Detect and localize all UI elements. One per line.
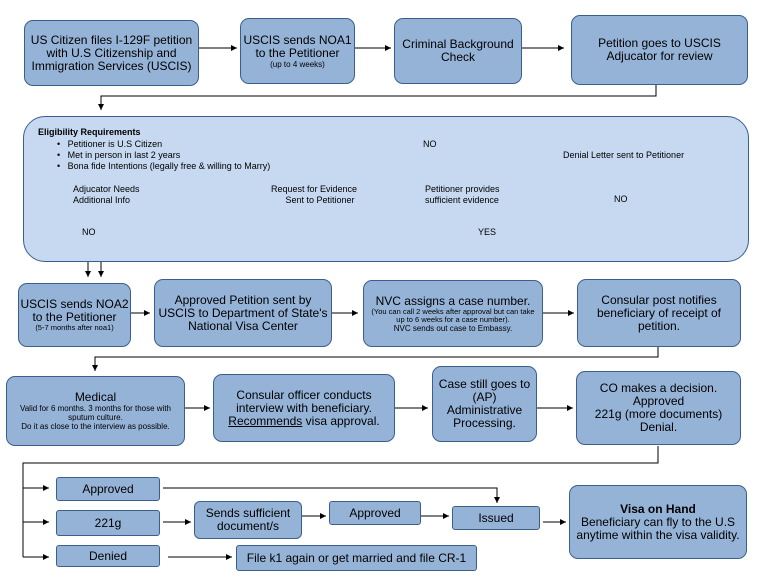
approved-2-text: Approved [349, 505, 401, 520]
yes-label: YES [478, 227, 497, 237]
visa-on-hand-box: Visa on Hand Beneficiary can fly to the … [569, 485, 747, 559]
noa1-note: (up to 4 weeks) [270, 59, 325, 69]
noa1-box: USCIS sends NOA1 to the Petitioner (up t… [240, 18, 355, 84]
approved-2-box: Approved [329, 501, 421, 525]
co-decision-line-3: 221g (more documents) [594, 407, 723, 421]
no-label-top: NO [423, 139, 437, 149]
file-k1-text: File k1 again or get married and file CR… [246, 550, 467, 565]
medical-tail: Do it as close to the interview as possi… [21, 422, 170, 431]
eligibility-panel [23, 116, 749, 262]
file-i129f-text: US Citizen files I-129F petition with U.… [30, 32, 193, 73]
co-decision-box: CO makes a decision. Approved 221g (more… [576, 371, 741, 445]
nvc-case-box: NVC assigns a case number. (You can call… [363, 280, 543, 347]
denial-letter-text: Denial Letter sent to Petitioner [563, 150, 685, 160]
eligibility-item-2: • Met in person in last 2 years [57, 150, 181, 160]
co-decision-line-2: Approved [632, 394, 685, 408]
noa1-text: USCIS sends NOA1 to the Petitioner [243, 32, 352, 60]
nvc-case-text: NVC assigns a case number. [375, 293, 531, 308]
221g-text: 221g [94, 515, 122, 530]
approved-box: Approved [56, 477, 160, 501]
consular-notify-text: Consular post notifies beneficiary of re… [596, 292, 722, 333]
medical-box: Medical Valid for 6 months. 3 months for… [6, 376, 185, 446]
administrative-processing-text: Case still goes to (AP) Administrative P… [438, 377, 531, 430]
medical-note: Valid for 6 months. 3 months for those w… [19, 404, 172, 422]
file-i129f-box: US Citizen files I-129F petition with U.… [24, 20, 199, 86]
administrative-processing-box: Case still goes to (AP) Administrative P… [432, 366, 537, 442]
denied-text: Denied [88, 548, 128, 563]
interview-text: Consular officer conducts interview with… [228, 387, 380, 428]
issued-box: Issued [452, 506, 540, 530]
noa2-text: USCIS sends NOA2 to the Petitioner [20, 297, 129, 324]
221g-box: 221g [56, 510, 160, 536]
nvc-case-tail: NVC sends out case to Embassy. [393, 323, 513, 333]
adjudicator-review-text: Petition goes to USCIS Adjucator for rev… [598, 36, 721, 63]
visa-on-hand-text: Beneficiary can fly to the U.S anytime w… [576, 514, 740, 542]
eligibility-item-1: • Petitioner is U.S Citizen [57, 139, 163, 149]
adjudicator-review-box: Petition goes to USCIS Adjucator for rev… [571, 15, 748, 85]
noa2-box: USCIS sends NOA2 to the Petitioner (5-7 … [18, 283, 131, 347]
no-label-right: NO [614, 194, 628, 204]
background-check-text: Criminal Background Check [402, 37, 514, 64]
denied-box: Denied [56, 545, 160, 567]
issued-text: Issued [478, 510, 514, 525]
approved-text: Approved [82, 481, 134, 496]
nvc-sent-text: Approved Petition sent by USCIS to Depar… [158, 292, 328, 333]
nvc-case-note: (You can call 2 weeks after approval but… [371, 306, 535, 324]
co-decision-line-4: Denial. [639, 420, 678, 434]
sends-documents-box: Sends sufficient document/s [194, 501, 302, 539]
recommends-text: Recommends [228, 413, 303, 428]
noa2-note: (5-7 months after noa1) [35, 323, 114, 332]
file-k1-box: File k1 again or get married and file CR… [236, 545, 477, 571]
consular-notify-box: Consular post notifies beneficiary of re… [577, 279, 741, 347]
background-check-box: Criminal Background Check [394, 18, 522, 84]
visa-on-hand-title: Visa on Hand [620, 501, 696, 516]
interview-box: Consular officer conducts interview with… [213, 374, 395, 442]
sends-documents-text: Sends sufficient document/s [205, 506, 291, 533]
eligibility-title: Eligibility Requirements [38, 127, 141, 137]
eligibility-item-3: • Bona fide Intentions (legally free & w… [57, 161, 271, 171]
no-label-left: NO [82, 227, 96, 237]
medical-title: Medical [74, 390, 117, 404]
nvc-sent-box: Approved Petition sent by USCIS to Depar… [154, 279, 332, 347]
co-decision-line-1: CO makes a decision. [599, 381, 718, 395]
